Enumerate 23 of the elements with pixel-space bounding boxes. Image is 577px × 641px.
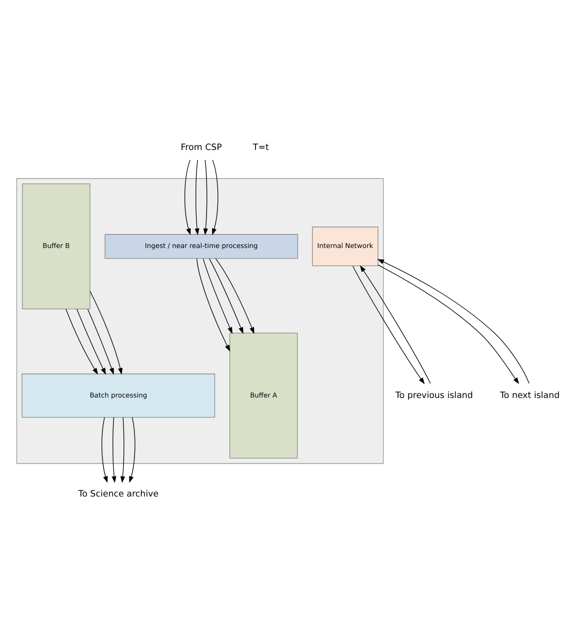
node-text: To Science archive bbox=[78, 489, 159, 500]
arrow bbox=[203, 159, 208, 235]
arrow bbox=[360, 264, 431, 384]
arrow bbox=[184, 159, 191, 235]
node-text: To previous island bbox=[395, 390, 473, 400]
label: T=t bbox=[252, 142, 269, 152]
arrow bbox=[196, 258, 230, 352]
arrow bbox=[194, 159, 200, 235]
arrow bbox=[90, 290, 123, 374]
arrow bbox=[120, 416, 126, 482]
arrow bbox=[129, 416, 136, 482]
arrow bbox=[112, 416, 116, 482]
arrow bbox=[209, 258, 244, 334]
arrow bbox=[202, 258, 232, 334]
arrow bbox=[76, 308, 106, 374]
arrow bbox=[66, 308, 98, 374]
arrow bbox=[352, 265, 425, 384]
arrow bbox=[212, 159, 218, 235]
arrow bbox=[87, 308, 114, 374]
node-text: To next island bbox=[500, 390, 560, 400]
node-text: From CSP bbox=[180, 142, 222, 152]
arrow bbox=[102, 416, 108, 482]
arrow bbox=[215, 258, 254, 334]
